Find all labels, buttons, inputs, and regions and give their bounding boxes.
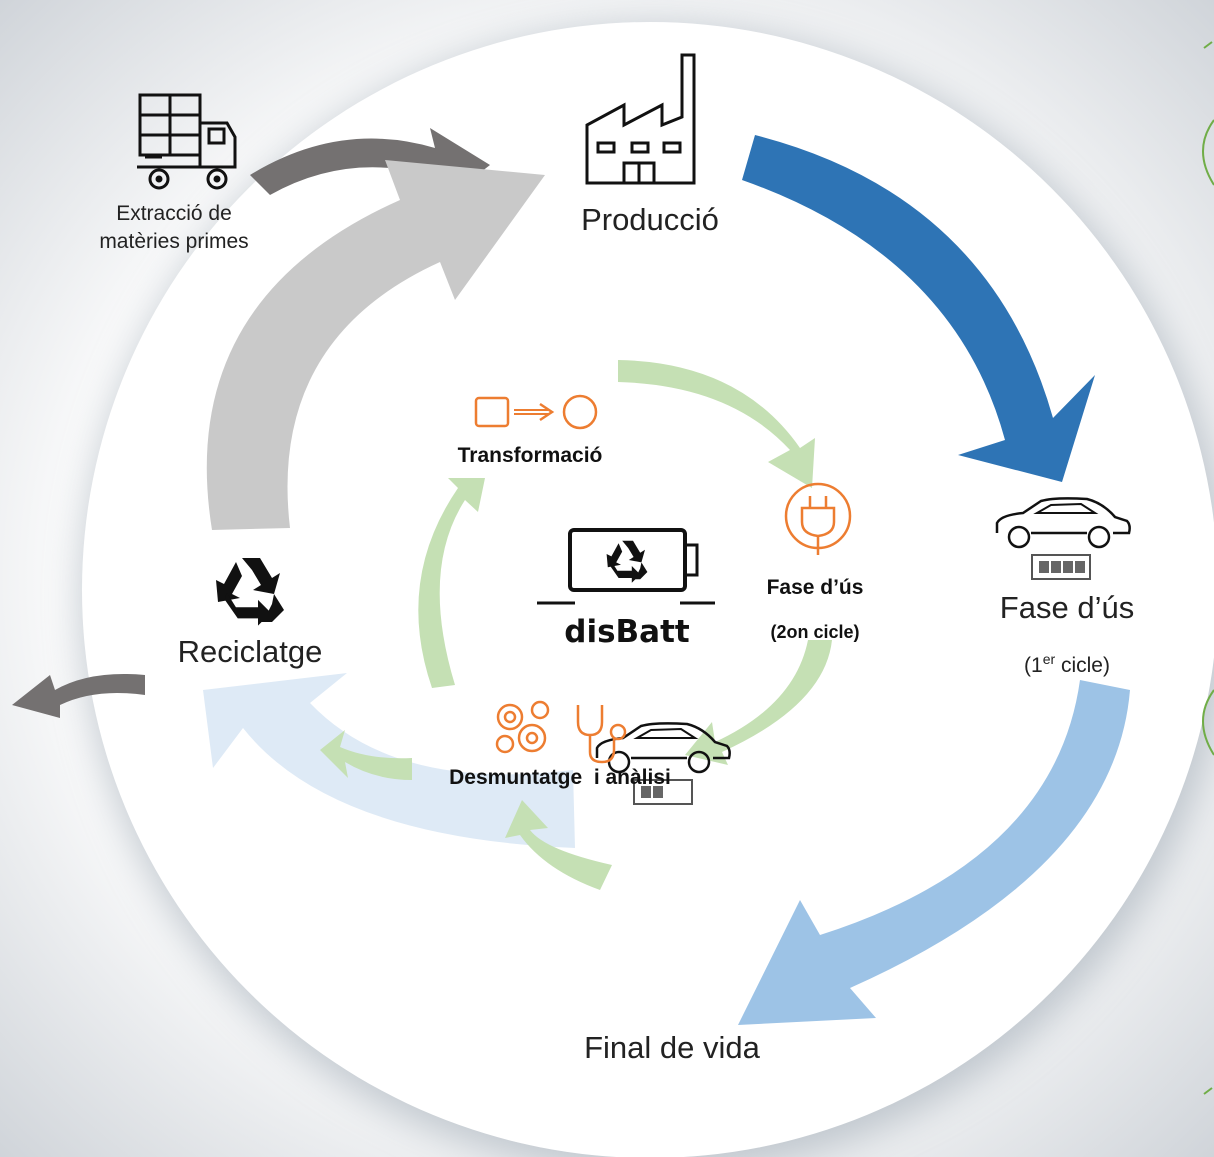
end-of-life-label: Final de vida (584, 1030, 761, 1065)
battery-full-icon (1031, 554, 1091, 580)
arrow-use-phase-to-end-of-life (738, 680, 1130, 1025)
transformation-icon (474, 394, 598, 430)
use-phase-label: Fase d’ús (1000, 590, 1134, 625)
production-label: Producció (581, 202, 719, 237)
arrow-raw-materials-to-production (250, 128, 490, 200)
car-icon-end-of-life (595, 722, 731, 774)
recycling-label: Reciclatge (178, 634, 323, 669)
gears-icon (495, 700, 550, 754)
use-phase-cycle-label: (1er cicle) (1024, 651, 1110, 677)
arrow-disassembly-to-recycling (320, 730, 412, 780)
disbatt-logo-text: disBatt (564, 614, 690, 650)
arrow-production-to-use-phase (742, 135, 1095, 482)
disassembly-label: Desmuntatge i anàlisi (449, 766, 671, 789)
arrow-recycling-outflow (12, 674, 145, 718)
transformation-label: Transformació (458, 444, 603, 467)
second-use-label-line1: Fase d’ús (767, 576, 864, 599)
arrow-end-of-life-to-disassembly (505, 800, 612, 890)
disbatt-battery-logo (537, 528, 715, 605)
plug-icon (784, 482, 852, 555)
battery-half-icon (633, 779, 693, 805)
logo-recycle-icon (606, 540, 648, 583)
right-edge-decoration (1202, 41, 1214, 1095)
car-icon (995, 497, 1131, 549)
second-use-label-line2: (2on cicle) (770, 622, 859, 642)
arrow-disassembly-to-transformation (418, 478, 485, 688)
recycle-icon (216, 558, 284, 626)
factory-icon (585, 53, 696, 185)
raw-materials-label-line2: matèries primes (99, 230, 248, 253)
stethoscope-icon (576, 705, 627, 764)
arrow-transformation-to-second-use (618, 360, 815, 488)
truck-icon (137, 93, 237, 190)
raw-materials-label-line1: Extracció de (116, 202, 232, 225)
arrow-recycling-to-production (206, 160, 545, 530)
